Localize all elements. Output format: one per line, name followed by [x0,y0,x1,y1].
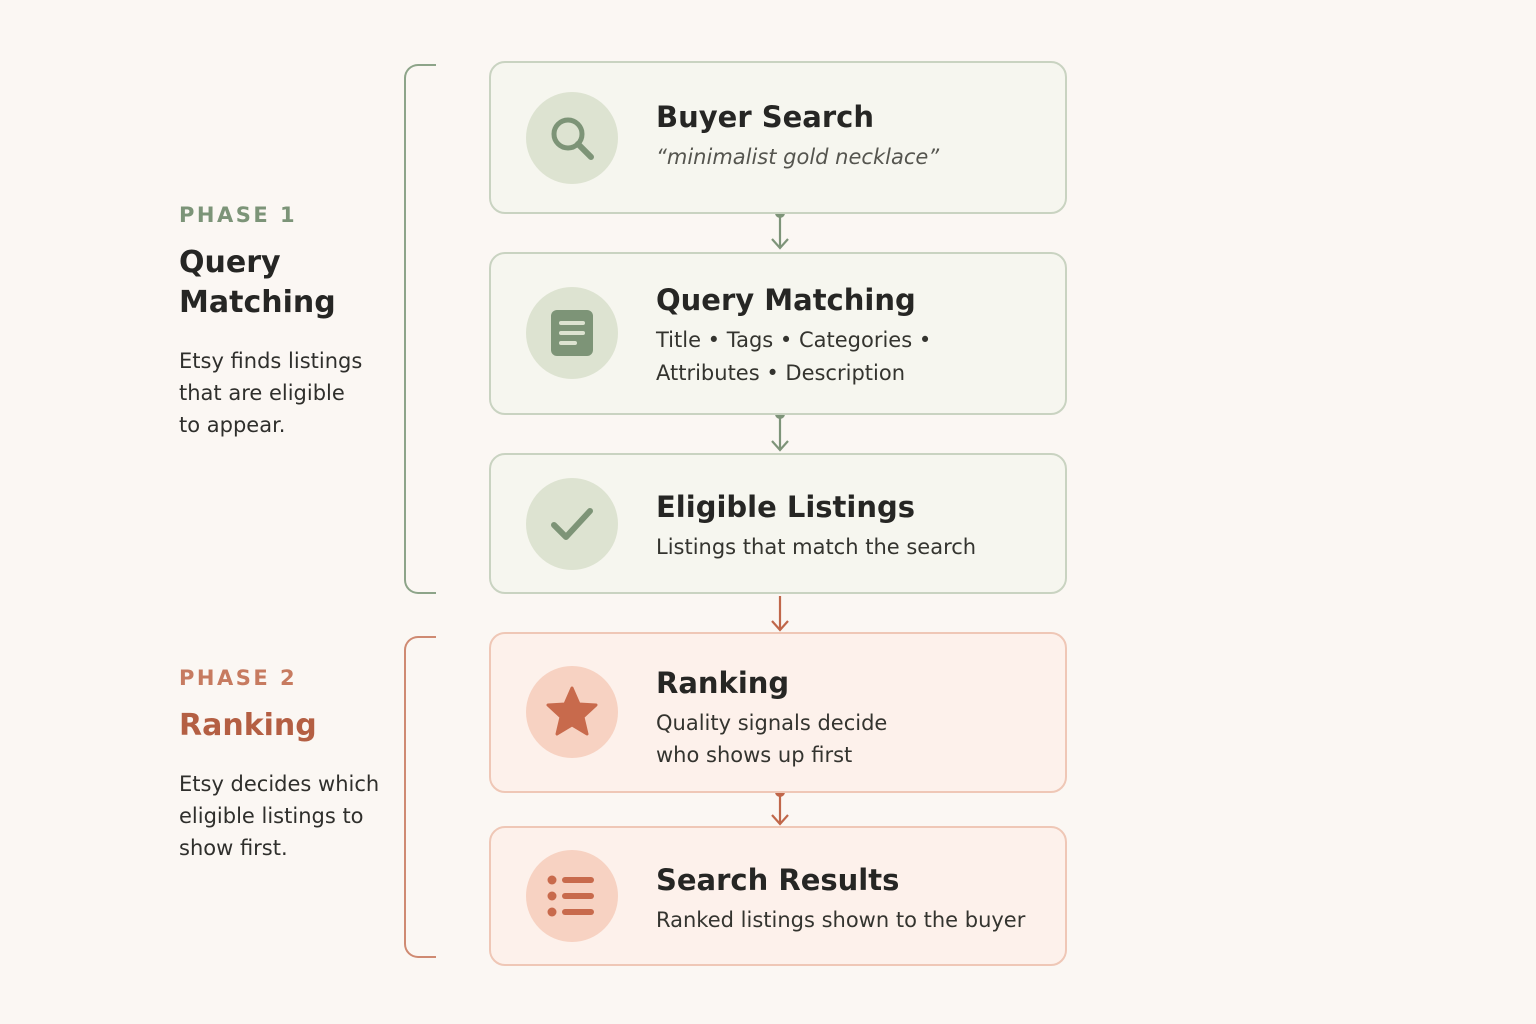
document-icon [526,287,618,379]
step-eligible-listings: Eligible Listings Listings that match th… [489,453,1067,594]
step-subtitle: Title • Tags • Categories • Attributes •… [656,328,932,385]
step-ranking: Ranking Quality signals decide who shows… [489,632,1067,793]
checkmark-icon [526,478,618,570]
step-title: Ranking [656,666,790,700]
step-search-results: Search Results Ranked listings shown to … [489,826,1067,966]
step-title: Query Matching [656,283,916,317]
phase-1-bracket [404,64,436,594]
step-buyer-search: Buyer Search “minimalist gold necklace” [489,61,1067,214]
step-subtitle: “minimalist gold necklace” [656,145,940,169]
connector-1 [771,208,789,250]
phase-2-description: Etsy decides which eligible listings to … [179,772,380,860]
step-subtitle: Listings that match the search [656,535,977,559]
step-subtitle: Ranked listings shown to the buyer [656,908,1026,932]
step-query-matching: Query Matching Title • Tags • Categories… [489,252,1067,415]
phase-2-bracket [404,636,436,958]
phase-2-label: PHASE 2 Ranking Etsy decides which eligi… [179,666,384,864]
phase-1-description: Etsy finds listings that are eligible to… [179,349,363,437]
list-icon [526,850,618,942]
phase-1-title: Query Matching [179,245,336,320]
connector-3 [771,596,789,632]
step-title: Buyer Search [656,100,874,134]
connector-2 [771,409,789,452]
step-title: Eligible Listings [656,490,916,524]
search-icon [526,92,618,184]
star-icon [526,666,618,758]
phase-2-number: PHASE 2 [179,666,298,690]
phase-1-label: PHASE 1 Query Matching Etsy finds listin… [179,203,369,441]
step-subtitle: Quality signals decide who shows up firs… [656,711,888,767]
step-title: Search Results [656,863,900,897]
phase-1-number: PHASE 1 [179,203,298,227]
phase-2-title: Ranking [179,708,317,743]
